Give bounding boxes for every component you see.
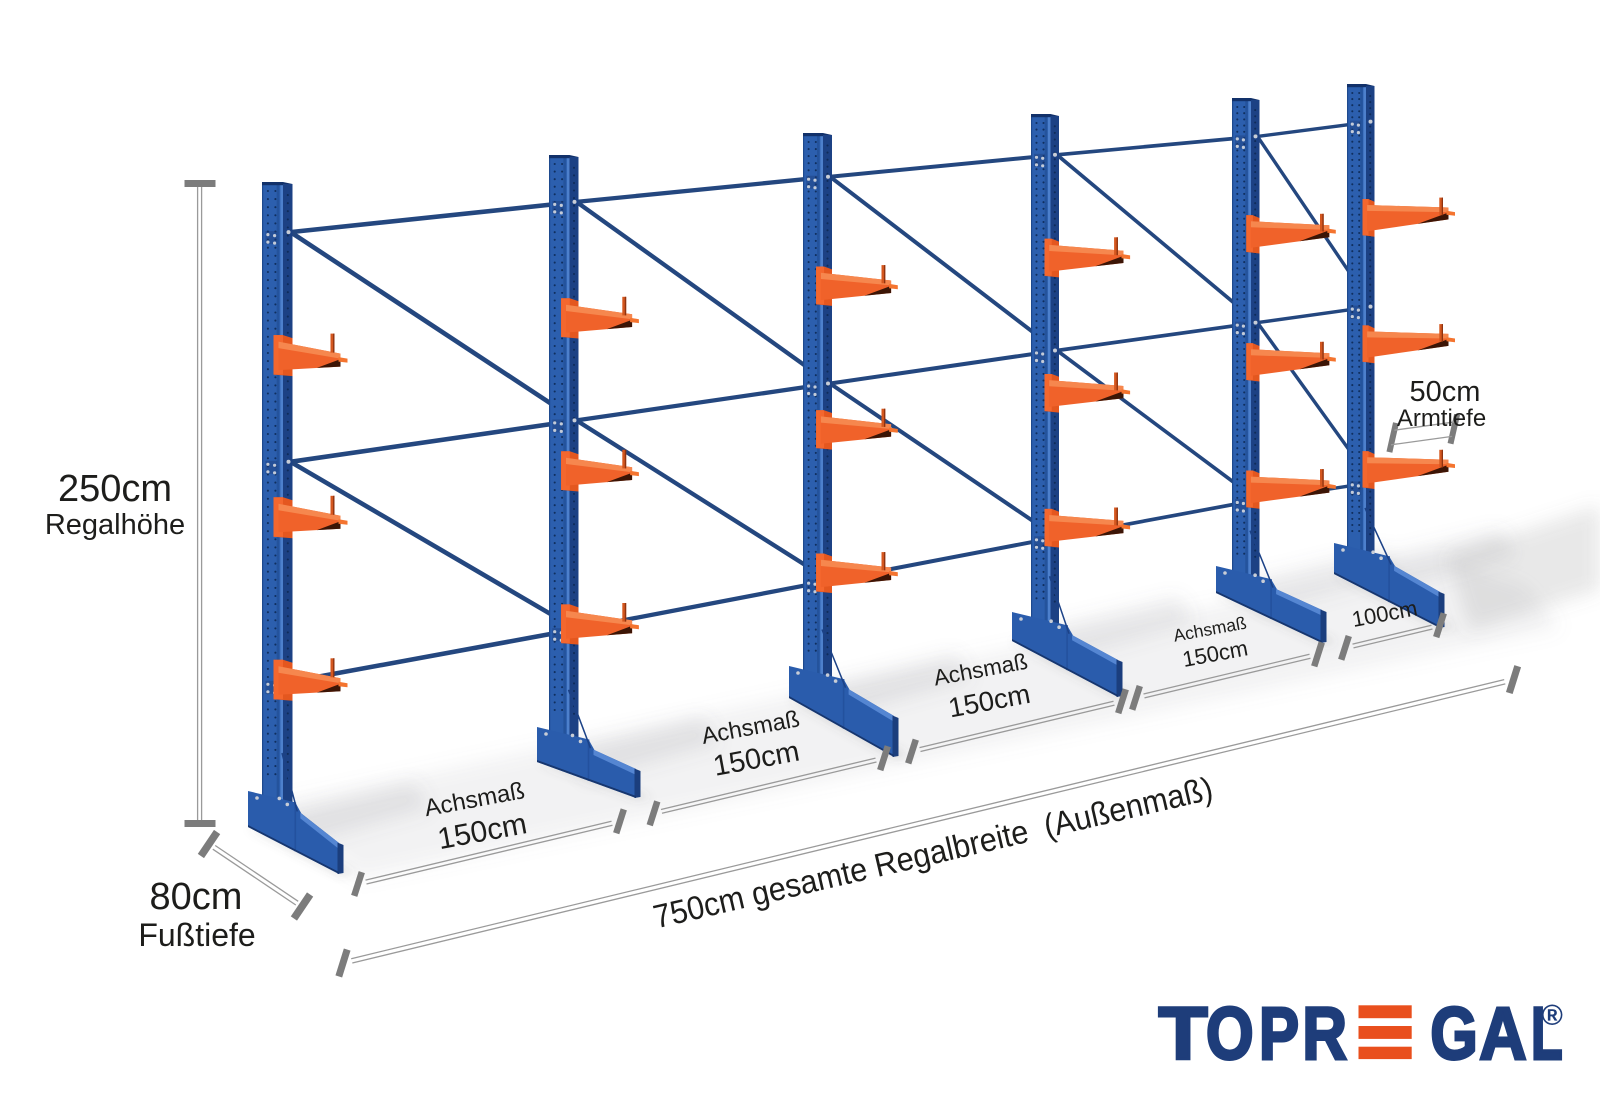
svg-text:G: G: [1430, 992, 1477, 1075]
svg-text:A: A: [1479, 992, 1526, 1075]
svg-text:80cm: 80cm: [150, 876, 243, 918]
svg-text:T: T: [1159, 992, 1208, 1075]
svg-text:250cm: 250cm: [58, 468, 172, 510]
svg-text:O: O: [1206, 992, 1254, 1075]
svg-text:Regalhöhe: Regalhöhe: [45, 509, 185, 541]
svg-text:P: P: [1259, 992, 1299, 1075]
svg-text:Armtiefe: Armtiefe: [1397, 405, 1486, 432]
svg-text:50cm: 50cm: [1410, 376, 1481, 408]
svg-text:Fußtiefe: Fußtiefe: [138, 917, 255, 953]
svg-text:®: ®: [1542, 1000, 1563, 1032]
svg-text:R: R: [1302, 992, 1347, 1075]
svg-text:L: L: [1531, 992, 1563, 1075]
